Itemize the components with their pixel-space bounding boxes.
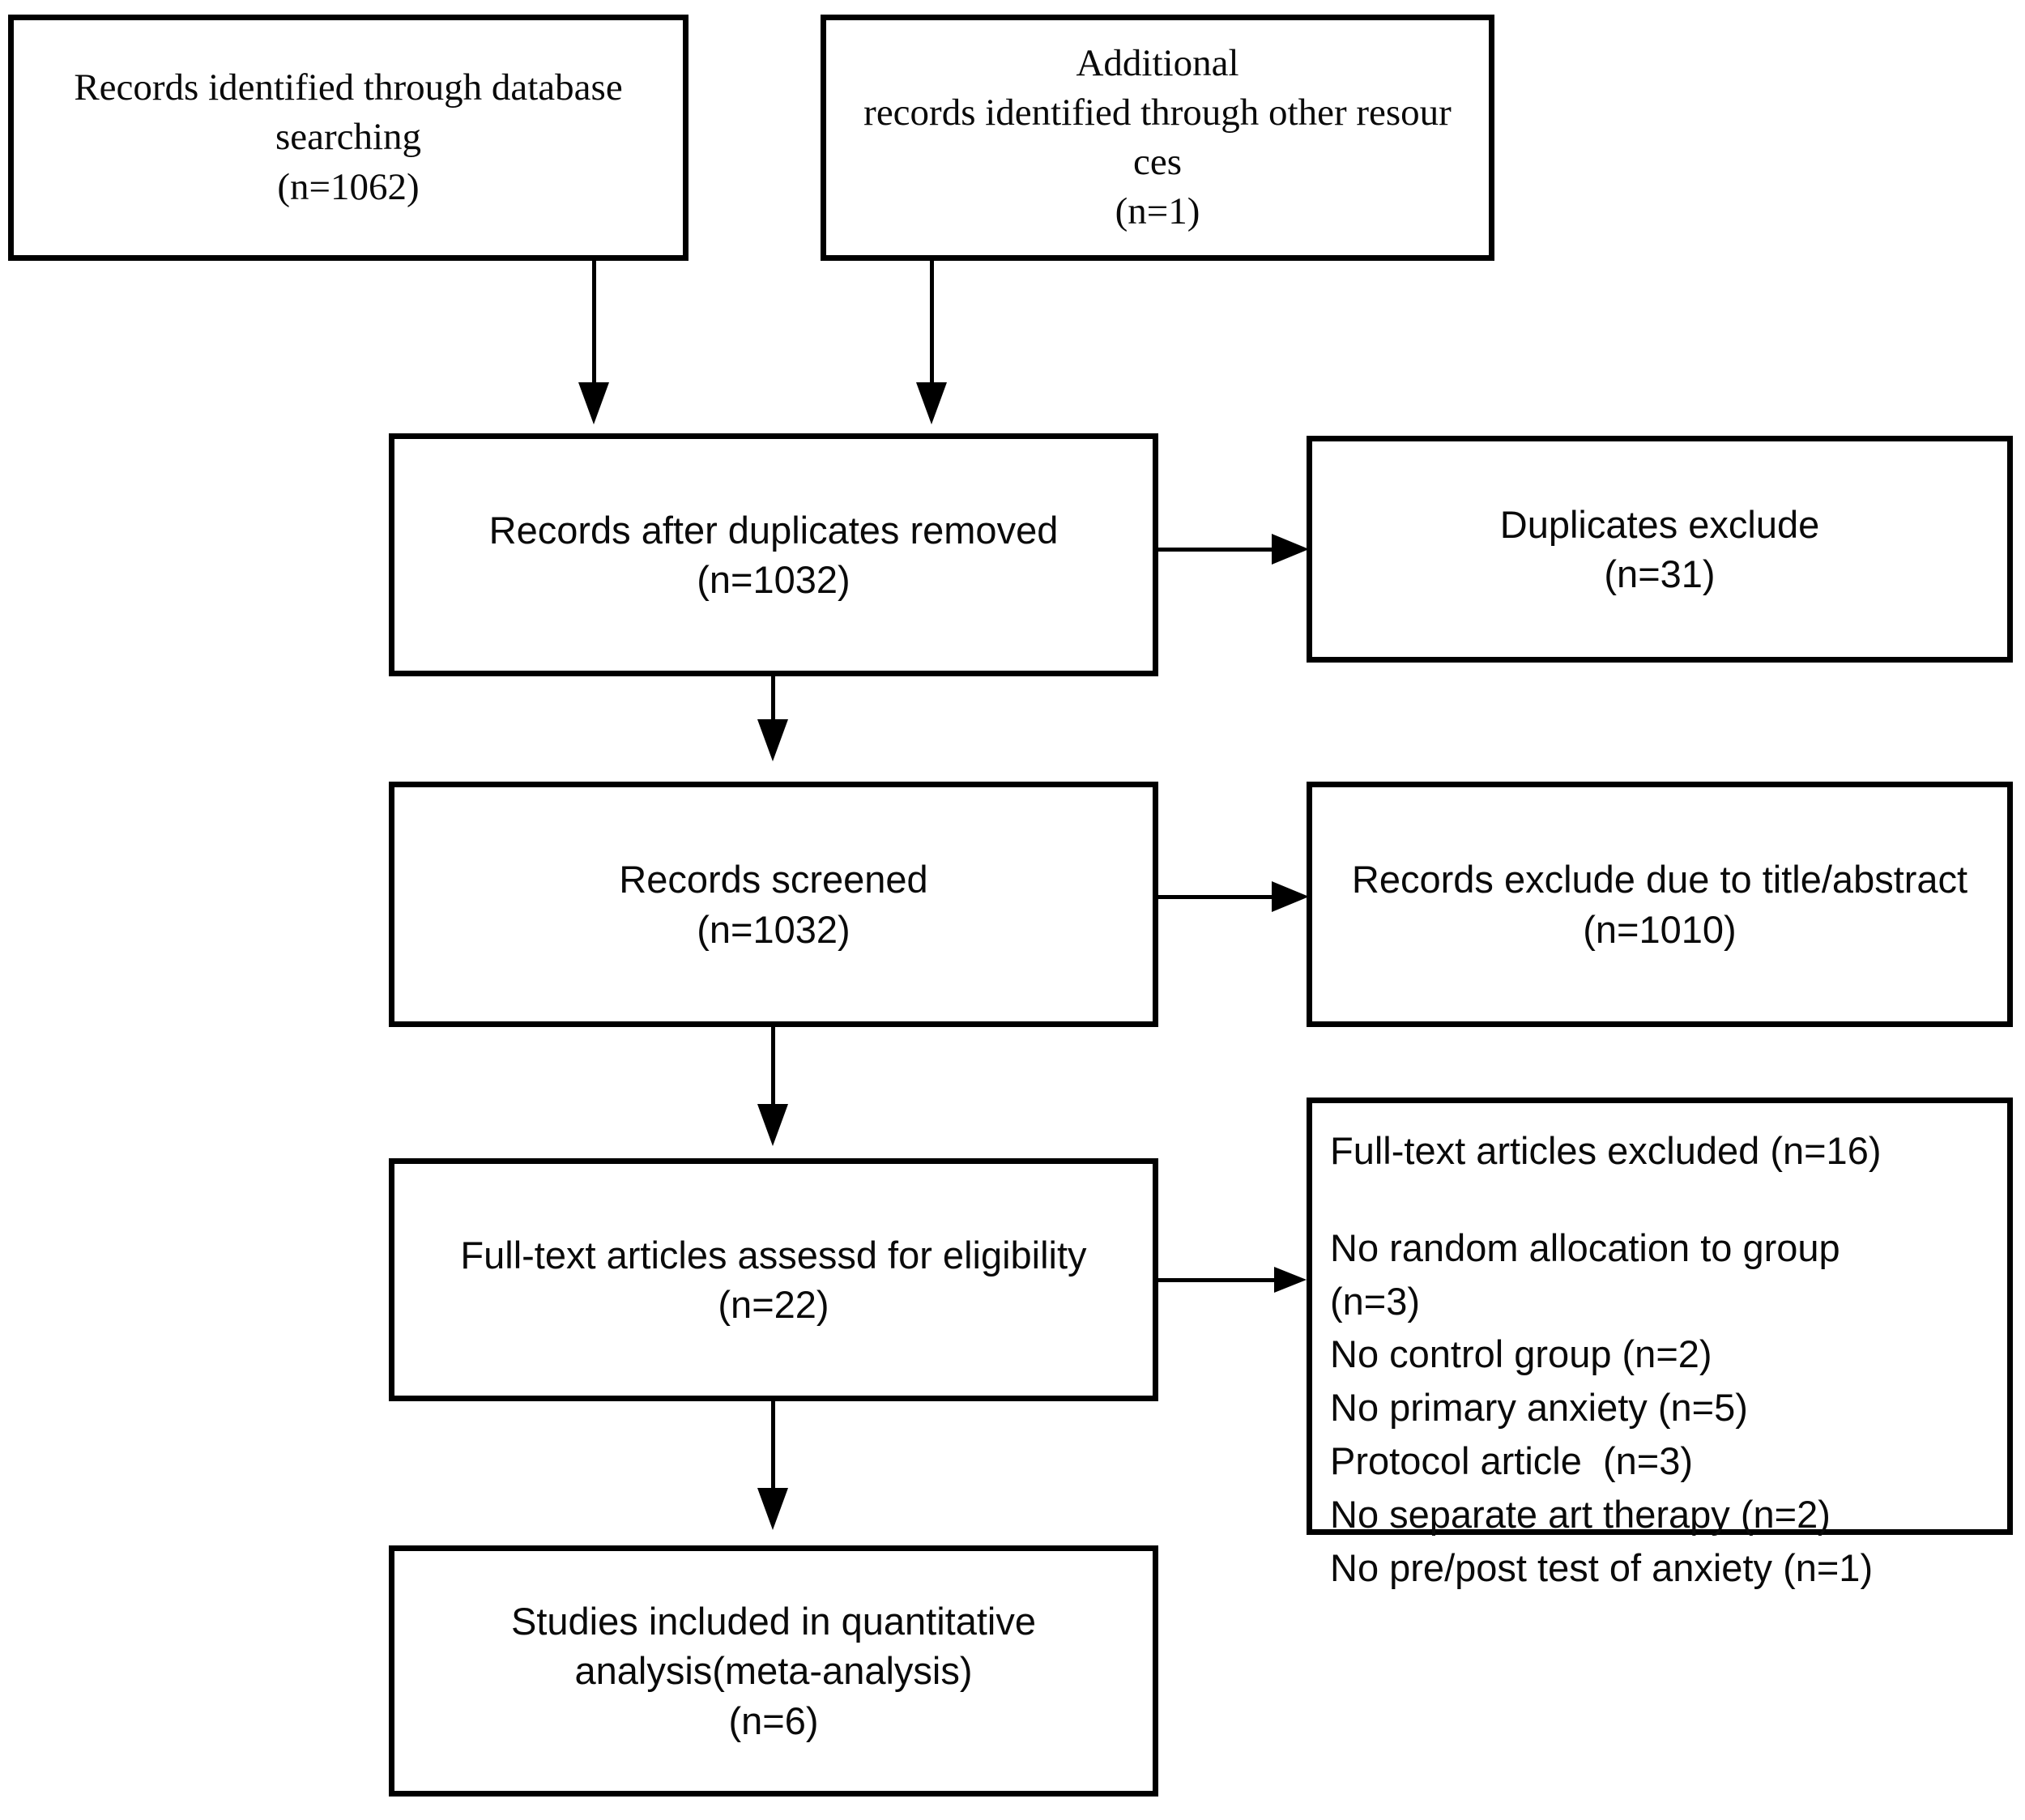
line: Records identified through database: [74, 66, 623, 109]
connector-screened-to-records-excluded: [1158, 895, 1276, 899]
arrowhead-screened-to-fulltext: [757, 1104, 788, 1146]
line: (n=1010): [1583, 907, 1737, 951]
exclusion-reason: No pre/post test of anxiety (n=1): [1330, 1545, 1874, 1589]
connector-fulltext-to-included: [771, 1401, 775, 1500]
box-fulltext-articles-excluded: Full-text articles excluded (n=16) No ra…: [1307, 1098, 2013, 1589]
arrowhead-other-sources-to-dedup: [916, 382, 947, 424]
line: Records exclude due to title/abstract: [1351, 858, 1968, 901]
line: Full-text articles assessd for eligibili…: [460, 1233, 1087, 1277]
line: (n=1032): [697, 558, 850, 601]
line: (n=1): [1115, 190, 1200, 233]
line: (n=1032): [697, 907, 850, 951]
connector-other-sources-to-dedup: [930, 261, 934, 394]
arrowhead-database-to-dedup: [578, 382, 609, 424]
line: ces: [1132, 141, 1182, 183]
box-records-excluded-title-abstract: Records exclude due to title/abstract (n…: [1307, 782, 2013, 1027]
arrowhead-screened-to-records-excluded: [1272, 881, 1309, 912]
box-studies-included: Studies included in quantitative analysi…: [389, 1545, 1158, 1797]
box-fulltext-articles-assessed-text: Full-text articles assessd for eligibili…: [394, 1230, 1153, 1329]
arrowhead-fulltext-to-included: [757, 1488, 788, 1530]
box-studies-included-text: Studies included in quantitative analysi…: [394, 1596, 1153, 1745]
connector-dedup-to-screened: [771, 676, 775, 731]
arrowhead-fulltext-to-exclusions: [1274, 1267, 1307, 1293]
box-records-screened-text: Records screened (n=1032): [394, 855, 1153, 953]
exclusion-reason: No primary anxiety (n=5): [1330, 1386, 1748, 1430]
line: (n=6): [728, 1699, 819, 1742]
line: searching: [275, 116, 422, 159]
connector-fulltext-to-exclusions: [1158, 1278, 1278, 1282]
connector-database-to-dedup: [592, 261, 596, 394]
line: Studies included in quantitative: [511, 1600, 1036, 1643]
box-records-screened: Records screened (n=1032): [389, 782, 1158, 1027]
line: Records after duplicates removed: [488, 508, 1059, 552]
connector-dedup-to-duplicates-excluded: [1158, 548, 1276, 552]
line: (n=31): [1604, 552, 1716, 595]
exclusion-reason-count: (n=3): [1330, 1279, 1421, 1323]
exclusion-reason: No separate art therapy (n=2): [1330, 1492, 1831, 1536]
arrowhead-dedup-to-duplicates-excluded: [1272, 534, 1309, 565]
box-records-identified-database-text: Records identified through database sear…: [14, 63, 683, 211]
box-duplicates-excluded-text: Duplicates exclude (n=31): [1312, 500, 2007, 599]
line: Duplicates exclude: [1499, 502, 1820, 546]
box-fulltext-articles-excluded-text: Full-text articles excluded (n=16) No ra…: [1312, 1103, 2007, 1594]
box-records-after-duplicates-removed: Records after duplicates removed (n=1032…: [389, 433, 1158, 676]
box-records-after-duplicates-removed-text: Records after duplicates removed (n=1032…: [394, 505, 1153, 604]
box-duplicates-excluded: Duplicates exclude (n=31): [1307, 436, 2013, 663]
exclusion-reason: No control group (n=2): [1330, 1332, 1712, 1376]
connector-screened-to-fulltext: [771, 1027, 775, 1116]
box-fulltext-articles-assessed: Full-text articles assessd for eligibili…: [389, 1158, 1158, 1401]
line: records identified through other resour: [863, 91, 1452, 134]
box-records-excluded-title-abstract-text: Records exclude due to title/abstract (n…: [1312, 855, 2007, 953]
line: Additional: [1076, 41, 1239, 84]
line: analysis(meta-analysis): [574, 1649, 973, 1693]
box-additional-records-other-sources-text: Additional records identified through ot…: [826, 39, 1489, 237]
arrowhead-dedup-to-screened: [757, 719, 788, 761]
box-additional-records-other-sources: Additional records identified through ot…: [821, 15, 1494, 261]
exclusion-reason: No random allocation to group: [1330, 1225, 1840, 1269]
exclusion-header: Full-text articles excluded (n=16): [1330, 1129, 1882, 1172]
line: Records screened: [619, 858, 928, 901]
line: (n=22): [718, 1283, 829, 1326]
exclusion-reason: Protocol article (n=3): [1330, 1439, 1693, 1482]
box-records-identified-database: Records identified through database sear…: [8, 15, 688, 261]
exclusion-spacer: [1330, 1178, 1993, 1221]
line: (n=1062): [277, 165, 420, 208]
